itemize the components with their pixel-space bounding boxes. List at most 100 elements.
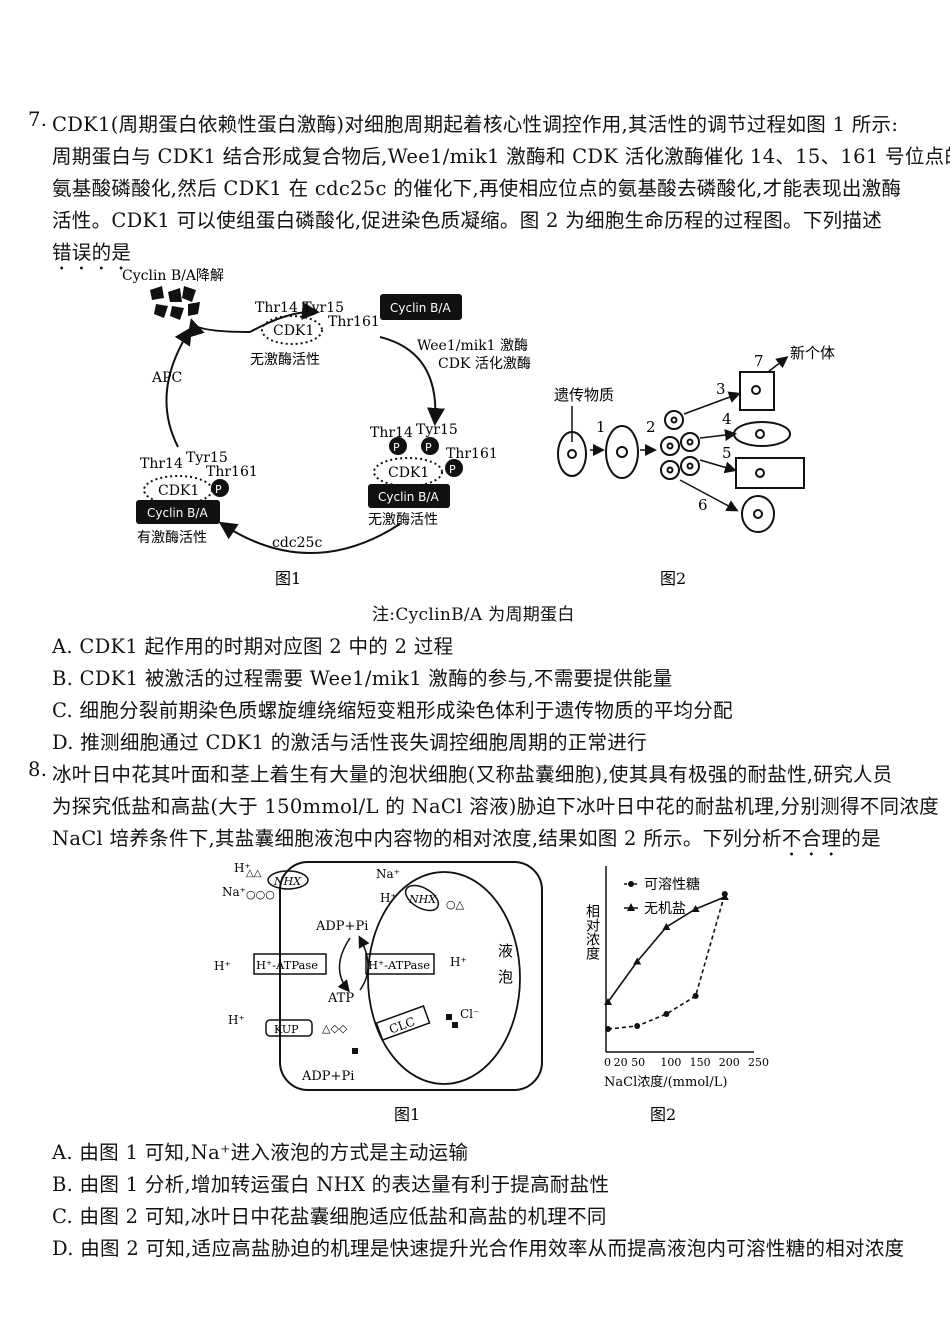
right-inactive: 无激酶活性	[368, 511, 438, 528]
x-tick-label: 50	[631, 1056, 645, 1069]
legend-series-2: 无机盐	[644, 901, 686, 917]
cl-ion-1	[446, 1014, 452, 1020]
step-3: 3	[716, 380, 726, 398]
arrow-step-6	[679, 479, 739, 512]
q7-note: 注:CyclinB/A 为周期蛋白	[372, 605, 575, 625]
cell-6-nucleus	[753, 509, 763, 519]
q7-option-a[interactable]: A. CDK1 起作用的时期对应图 2 中的 2 过程	[52, 635, 454, 658]
q7-emphasis: 错误的是	[52, 241, 132, 264]
adp-pi-bottom: ADP+Pi	[301, 1069, 354, 1084]
q8-option-c[interactable]: C. 由图 2 可知,冰叶日中花盐囊细胞适应低盐和高盐的机理不同	[52, 1205, 607, 1228]
nhx-right-na: Na⁺	[376, 867, 400, 881]
step-7: 7	[754, 352, 764, 370]
series-2-point	[662, 923, 671, 930]
q8-fig1-caption: 图1	[394, 1105, 420, 1124]
series-2-point	[604, 998, 612, 1005]
arrow-right	[379, 336, 445, 426]
top-cyclin-box	[380, 294, 462, 320]
x-tick-label: 150	[690, 1056, 711, 1069]
atp-arc	[337, 937, 351, 993]
vacuole-char-1: 液	[498, 942, 513, 960]
x-tick-label: 20	[614, 1056, 628, 1069]
q7-line-3: 氨基酸磷酸化,然后 CDK1 在 cdc25c 的催化下,再使相应位点的氨基酸去…	[52, 177, 902, 200]
atpase-left-label: H⁺-ATPase	[256, 958, 318, 972]
legend-circle	[628, 881, 634, 887]
material-label: 遗传物质	[554, 386, 614, 404]
left-cyclin: Cyclin B/A	[147, 506, 208, 520]
cell-membrane	[279, 861, 543, 1091]
atpase-right-box	[365, 953, 435, 975]
series-1-point	[605, 1026, 611, 1032]
cell-grown	[605, 425, 639, 479]
q8-option-d[interactable]: D. 由图 2 可知,适应高盐胁迫的机理是快速提升光合作用效率从而提高液泡内可溶…	[52, 1237, 905, 1260]
atpase-right-label: H⁺-ATPase	[368, 958, 430, 972]
cell-grown-nucleus	[616, 446, 628, 458]
vacuole	[367, 871, 521, 1085]
right-p3: P	[449, 463, 456, 476]
cell-5-nucleus	[755, 468, 765, 478]
arrow-to-degrade	[187, 318, 251, 339]
x-tick-label: 0	[604, 1056, 611, 1069]
top-cdk1: CDK1	[273, 323, 314, 339]
q8-line-3-post: 的是	[841, 827, 881, 850]
right-p3-circle	[445, 459, 463, 477]
q8-line-1: 冰叶日中花其叶面和茎上着生有大量的泡状细胞(又称盐囊细胞),使其具有极强的耐盐性…	[52, 763, 893, 786]
q7-line-2: 周期蛋白与 CDK1 结合形成复合物后,Wee1/mik1 激酶和 CDK 活化…	[52, 145, 950, 168]
right-cdk1-ellipse	[373, 457, 443, 487]
right-thr14: Thr14	[370, 425, 413, 441]
right-p1: P	[393, 441, 400, 454]
series-1-point	[634, 1023, 641, 1029]
cell-cluster	[660, 410, 700, 480]
arrow-apc	[165, 326, 193, 448]
q7-fig2-caption: 图2	[660, 569, 686, 588]
series-2-point	[633, 957, 642, 965]
cdc25c-label: cdc25c	[272, 535, 322, 551]
right-p2-circle	[421, 437, 439, 455]
y-axis-title-group: 相对浓度	[584, 904, 600, 960]
q8-option-b[interactable]: B. 由图 1 分析,增加转运蛋白 NHX 的表达量有利于提高耐盐性	[52, 1173, 610, 1196]
cell-3-nucleus	[751, 385, 761, 395]
q8-number: 8.	[28, 758, 48, 781]
q7-figure-1: Cyclin B/A降解 Thr14 Tyr15 CDK1 Thr161 无激酶…	[122, 268, 531, 588]
left-tyr15: Tyr15	[186, 450, 228, 466]
cl-ion-2	[452, 1022, 458, 1028]
step-1: 1	[596, 418, 606, 436]
q7-option-d[interactable]: D. 推测细胞通过 CDK1 的激活与活性丧失调控细胞周期的正常进行	[52, 731, 647, 754]
left-thr14: Thr14	[140, 456, 183, 472]
atp-arc-2	[358, 935, 370, 991]
legend-series-1: 可溶性糖	[644, 877, 700, 893]
nhx-transporter-1	[267, 870, 309, 890]
left-cdk1: CDK1	[158, 483, 199, 499]
cl-ion-3	[352, 1048, 358, 1054]
arrow-step-5	[699, 459, 737, 474]
cell-origin-nucleus	[567, 449, 577, 459]
q7-number: 7.	[28, 108, 48, 131]
legend-triangle	[627, 903, 635, 911]
series-2-point	[691, 905, 700, 912]
right-p1-circle	[389, 437, 407, 455]
q7-fig1-caption: 图1	[275, 569, 301, 588]
right-cyclin-box	[368, 484, 450, 508]
left-cyclin-box	[136, 500, 220, 524]
q8-figure-1: 液 泡 H⁺ Na⁺ ○○○ △△ NHX Na⁺ H⁺ NHX ○△ ADP+…	[214, 861, 543, 1124]
arrow-step-4	[699, 429, 737, 442]
q7-option-c[interactable]: C. 细胞分裂前期染色质螺旋缠绕缩短变粗形成染色体利于遗传物质的平均分配	[52, 699, 733, 722]
q7-option-b[interactable]: B. CDK1 被激活的过程需要 Wee1/mik1 激酶的参与,不需要提供能量	[52, 667, 673, 690]
kinase-label-1: Wee1/mik1 激酶	[417, 337, 528, 354]
degraded-fragments	[150, 286, 200, 320]
kup-ions: △◇◇	[322, 1022, 348, 1035]
nhx-left-na: Na⁺	[222, 885, 246, 899]
step-6: 6	[698, 496, 708, 514]
kinase-label-2: CDK 活化激酶	[438, 355, 531, 372]
q8-option-a[interactable]: A. 由图 1 可知,Na⁺进入液泡的方式是主动运输	[52, 1141, 469, 1164]
left-active: 有激酶活性	[137, 529, 207, 546]
left-p: P	[215, 483, 222, 496]
cell-origin	[557, 431, 587, 477]
y-axis-title: 相对浓度	[584, 904, 600, 960]
nhx-transporter-2	[404, 884, 440, 912]
step-5: 5	[722, 444, 732, 462]
step-2: 2	[646, 418, 656, 436]
kup-box	[265, 1019, 313, 1037]
vacuole-ions: ○△	[446, 898, 465, 911]
nhx-right-h: H⁺	[380, 891, 397, 905]
